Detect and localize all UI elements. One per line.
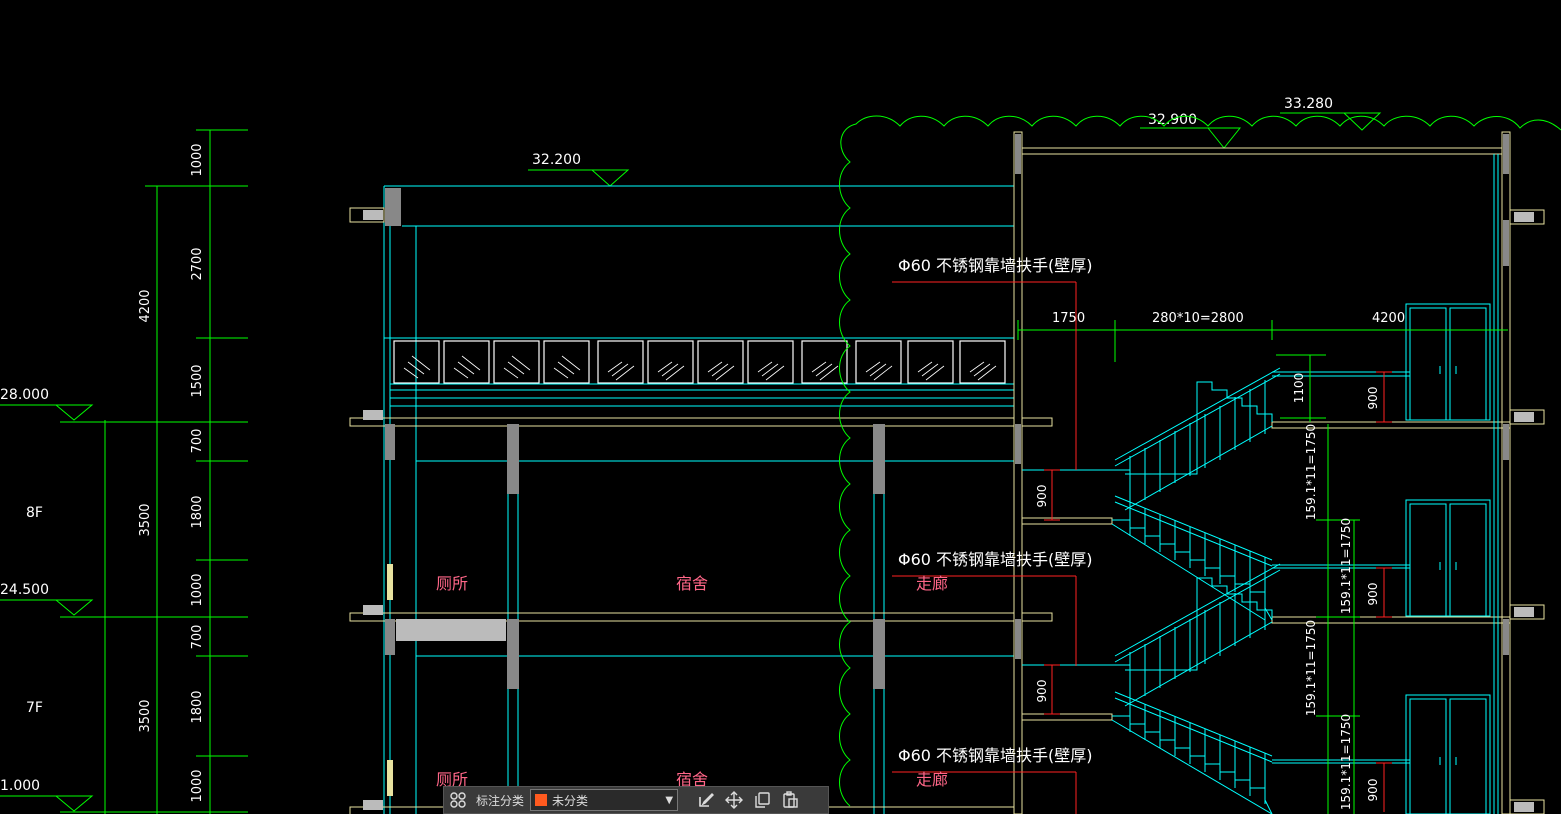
toolbar-label: 标注分类 (476, 793, 525, 808)
room-corridor-8f: 走廊 (916, 574, 948, 593)
dim-1000-a: 1000 (190, 143, 205, 176)
room-dorm-7f: 宿舍 (676, 770, 708, 789)
dimension-chains (0, 112, 1382, 814)
room-corridor-7f: 走廊 (916, 770, 948, 789)
dim-1800-b: 1800 (190, 690, 205, 723)
stair-riser-dim-4: 159.1*11=1750 (1339, 714, 1353, 810)
category-select-value: 未分类 (552, 793, 589, 808)
dim-1000-b: 1000 (190, 573, 205, 606)
elev-21000: 1.000 (0, 778, 40, 794)
stair-riser-dim-2: 159.1*11=1750 (1339, 518, 1353, 614)
category-select[interactable]: 未分类 ▼ (530, 789, 679, 811)
edit-icon[interactable] (692, 787, 720, 813)
grid-icon[interactable] (444, 787, 472, 813)
stair-dim-2800: 280*10=2800 (1152, 311, 1244, 326)
dim-1000-c: 1000 (190, 769, 205, 802)
dim-3500-outer-b: 3500 (138, 699, 153, 732)
dim-2700: 2700 (190, 247, 205, 280)
floor-8f: 8F (26, 505, 43, 521)
stair-section (892, 131, 1545, 814)
left-section (349, 185, 1015, 814)
handrail-note-1: Φ60 不锈钢靠墙扶手(壁厚) (898, 256, 1093, 275)
rail-height-900-b: 900 (1035, 680, 1049, 703)
handrail-note-2: Φ60 不锈钢靠墙扶手(壁厚) (898, 550, 1093, 569)
revision-cloud (839, 115, 1561, 807)
stair-riser-dim-3: 159.1*11=1750 (1304, 620, 1318, 716)
dim-1500: 1500 (190, 364, 205, 397)
stair-dim-1100: 1100 (1292, 373, 1306, 404)
copy-icon[interactable] (748, 787, 776, 813)
rail-height-900-a: 900 (1035, 485, 1049, 508)
paste-icon[interactable] (776, 787, 804, 813)
room-toilet-7f: 厕所 (436, 770, 468, 789)
room-dorm-8f: 宿舍 (676, 574, 708, 593)
stair-riser-dim-1: 159.1*11=1750 (1304, 424, 1318, 520)
window-strip (393, 340, 1006, 384)
chevron-down-icon: ▼ (665, 794, 674, 806)
stair-dim-4200: 4200 (1372, 311, 1405, 326)
elev-24500: 24.500 (0, 582, 49, 598)
floor-7f: 7F (26, 700, 43, 716)
handrail-note-3: Φ60 不锈钢靠墙扶手(壁厚) (898, 746, 1093, 765)
dim-4200-outer: 4200 (138, 289, 153, 322)
dim-1800-a: 1800 (190, 495, 205, 528)
rail-height-900-c: 900 (1366, 387, 1380, 410)
elev-32200: 32.200 (532, 152, 581, 168)
category-color-swatch (535, 794, 548, 806)
dim-700-a: 700 (190, 429, 205, 454)
rail-height-900-e: 900 (1366, 779, 1380, 802)
dim-700-b: 700 (190, 625, 205, 650)
move-icon[interactable] (720, 787, 748, 813)
stair-dim-1750: 1750 (1052, 311, 1085, 326)
elev-33280: 33.280 (1284, 96, 1333, 112)
rail-height-900-d: 900 (1366, 583, 1380, 606)
room-toilet-8f: 厕所 (436, 574, 468, 593)
elev-28000: 28.000 (0, 387, 49, 403)
annotation-toolbar: 标注分类 未分类 ▼ (443, 786, 829, 814)
dim-3500-outer-a: 3500 (138, 503, 153, 536)
